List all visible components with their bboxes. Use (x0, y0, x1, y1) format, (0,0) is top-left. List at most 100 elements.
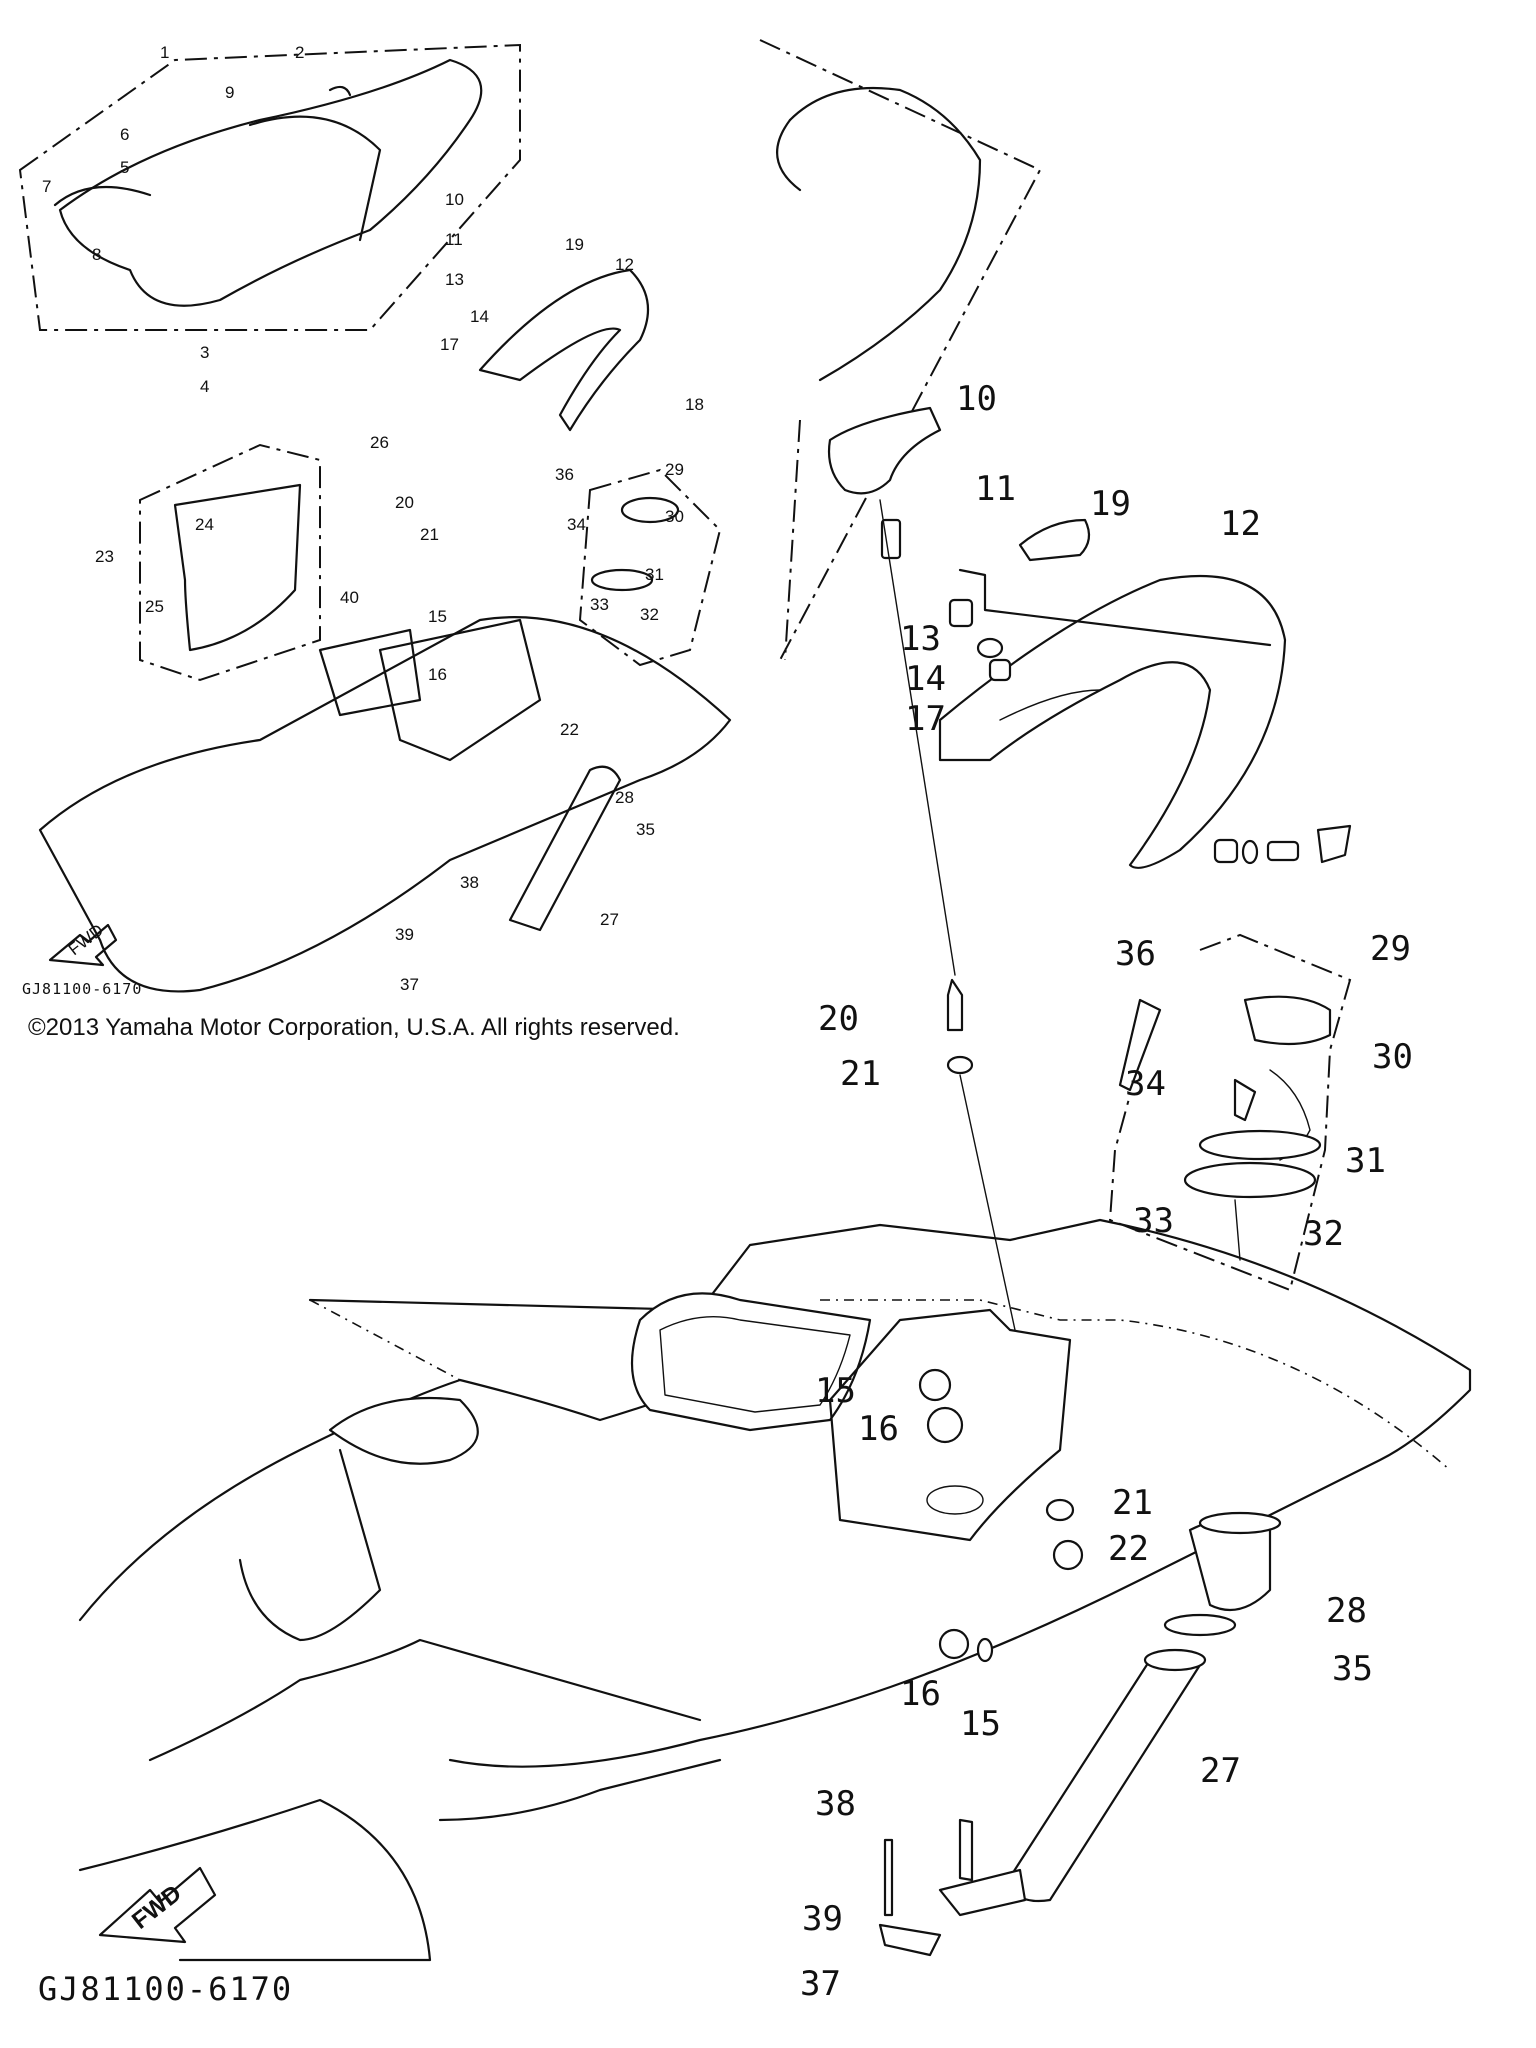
filler-neck-lip (1198, 1511, 1282, 1535)
fwd-arrow-large: FWD (98, 1866, 217, 1944)
callout-small-29: 29 (665, 460, 684, 479)
callout-small-14: 14 (470, 307, 489, 326)
callout-small-34: 34 (567, 515, 586, 534)
callout-small-24: 24 (195, 515, 214, 534)
washer-15b (976, 1637, 994, 1663)
diagram-code-large: GJ81100-6170 (38, 1970, 294, 2008)
seat (58, 58, 483, 307)
callout-small-3: 3 (200, 343, 209, 362)
callout-small-38: 38 (460, 873, 479, 892)
cap-ring-31 (1198, 1129, 1322, 1161)
seat-latch (827, 406, 942, 495)
cap-18 (1316, 824, 1352, 864)
deck-edge-dots (309, 1299, 1451, 1471)
callout-small-31: 31 (645, 565, 664, 584)
callout-small-17: 17 (440, 335, 459, 354)
callout-large-31: 31 (1345, 1141, 1386, 1181)
callout-small-20: 20 (395, 493, 414, 512)
washer-21b (1045, 1498, 1075, 1522)
callout-small-4: 4 (200, 377, 209, 396)
deck-plate-small (378, 618, 542, 762)
callout-large-11: 11 (975, 469, 1016, 509)
leader-stud-deck (959, 1074, 1016, 1331)
fuel-cap-assembly-box (1108, 933, 1352, 1292)
filler-hose (1003, 1654, 1202, 1903)
nut-16b (938, 1628, 970, 1660)
screw-36 (1118, 998, 1162, 1092)
fwd-arrow-small: FWD (48, 920, 118, 967)
callout-small-39: 39 (395, 925, 414, 944)
fuel-cap-assembly-small (578, 468, 722, 667)
callout-small-28: 28 (615, 788, 634, 807)
seat-outline-large (788, 86, 982, 382)
seat-hook-front (53, 185, 152, 207)
spacer-17 (988, 658, 1012, 682)
callout-small-8: 8 (92, 245, 101, 264)
spacer-17b (1213, 838, 1239, 864)
callout-small-6: 6 (120, 125, 129, 144)
seat-dash-large (759, 39, 1042, 661)
callout-large-21: 21 (840, 1054, 881, 1094)
seat-assembly-box (18, 43, 521, 331)
callout-small-13: 13 (445, 270, 464, 289)
hull-small (38, 616, 732, 993)
callout-small-30: 30 (665, 507, 684, 526)
deck-plate (828, 1308, 1072, 1542)
grab-handle-small (478, 268, 650, 432)
callout-large-28: 28 (1326, 1591, 1367, 1631)
diagram-code-small: GJ81100-6170 (22, 980, 143, 998)
callout-large-33: 33 (1133, 1201, 1174, 1241)
nut-22 (1052, 1539, 1084, 1571)
callout-large-13: 13 (900, 619, 941, 659)
seat-curve-large (776, 118, 802, 192)
callout-small-33: 33 (590, 595, 609, 614)
deck-outline (308, 1218, 1472, 1768)
callout-large-27: 27 (1200, 1751, 1241, 1791)
callout-small-1: 1 (160, 43, 169, 62)
callout-small-10: 10 (445, 190, 464, 209)
grab-handle (938, 574, 1287, 869)
gasket-small (318, 628, 422, 717)
callout-small-32: 32 (640, 605, 659, 624)
callout-small-2: 2 (295, 43, 304, 62)
callout-small-18: 18 (685, 395, 704, 414)
callout-small-37: 37 (400, 975, 419, 994)
callout-small-21: 21 (420, 525, 439, 544)
callout-small-27: 27 (600, 910, 619, 929)
clamp-35 (1163, 1613, 1237, 1637)
callout-small-7: 7 (42, 177, 51, 196)
screw-34 (1233, 1078, 1257, 1122)
callout-large-22: 22 (1108, 1529, 1149, 1569)
callout-large-21: 21 (1112, 1483, 1153, 1523)
washer-14b (1241, 839, 1259, 865)
callout-large-10: 10 (956, 379, 997, 419)
hull-mid-line (148, 1638, 702, 1762)
callout-small-15: 15 (428, 607, 447, 626)
callout-large-32: 32 (1303, 1214, 1344, 1254)
callout-small-40: 40 (340, 588, 359, 607)
storage-box (173, 483, 302, 652)
callout-small-11: 11 (445, 230, 463, 249)
callout-large-20: 20 (818, 999, 859, 1039)
clip-37 (878, 1923, 942, 1957)
storage-box-assembly (139, 443, 321, 682)
callout-small-25: 25 (145, 597, 164, 616)
chain-32 (1234, 1199, 1241, 1261)
deck-opening (926, 1485, 984, 1515)
callout-small-23: 23 (95, 547, 114, 566)
callout-large-15: 15 (960, 1704, 1001, 1744)
stud-20 (946, 978, 964, 1032)
callout-large-38: 38 (815, 1784, 856, 1824)
callout-small-16: 16 (428, 665, 447, 684)
hatch-gasket (630, 1292, 872, 1432)
washer-14 (976, 637, 1004, 659)
washer-21 (946, 1055, 974, 1075)
screw-13 (948, 598, 974, 628)
bolt-38 (958, 1818, 974, 1882)
callout-small-19: 19 (565, 235, 584, 254)
hull-lower-line (438, 1758, 722, 1822)
rivet-39 (883, 1838, 894, 1917)
callout-large-34: 34 (1125, 1064, 1166, 1104)
